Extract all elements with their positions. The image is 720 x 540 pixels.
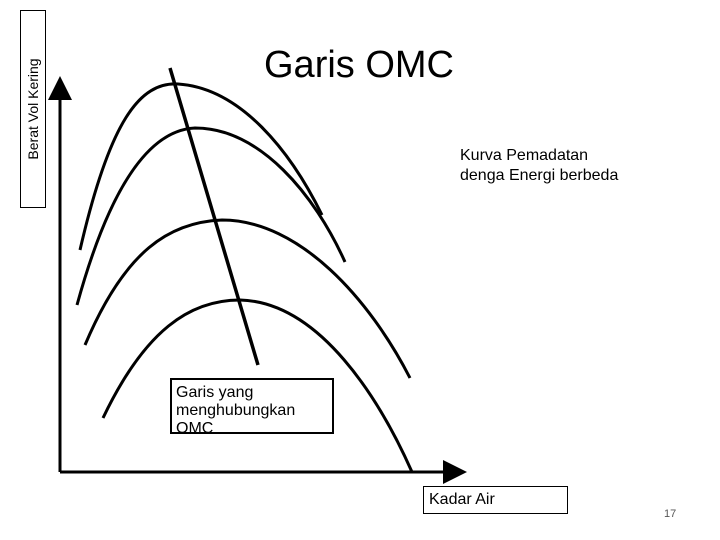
omc-label-box — [170, 378, 334, 434]
curve-label: Kurva Pemadatan denga Energi berbeda — [460, 146, 618, 186]
omc-line — [168, 67, 260, 366]
omc-label-line-2: menghubungkan — [176, 402, 296, 419]
omc-label-line-1: Garis yang — [176, 384, 254, 401]
compaction-curve-1 — [78, 82, 324, 251]
curve-label-line-1: Kurva Pemadatan — [460, 147, 589, 164]
slide-title: Garis OMC — [264, 44, 454, 86]
omc-label-line-3: OMC — [176, 420, 214, 437]
y-axis-label: Berat Vol Kering — [25, 58, 41, 160]
y-axis-label-box — [20, 10, 46, 208]
compaction-curve-3 — [83, 218, 412, 379]
compaction-curve-2 — [75, 126, 347, 306]
x-axis-label: Kadar Air — [429, 491, 495, 508]
page-number: 17 — [664, 508, 677, 520]
curve-label-line-2: denga Energi berbeda — [460, 167, 619, 184]
omc-label: Garis yang menghubungkan OMC — [176, 384, 295, 438]
x-axis-label-box — [423, 486, 568, 514]
